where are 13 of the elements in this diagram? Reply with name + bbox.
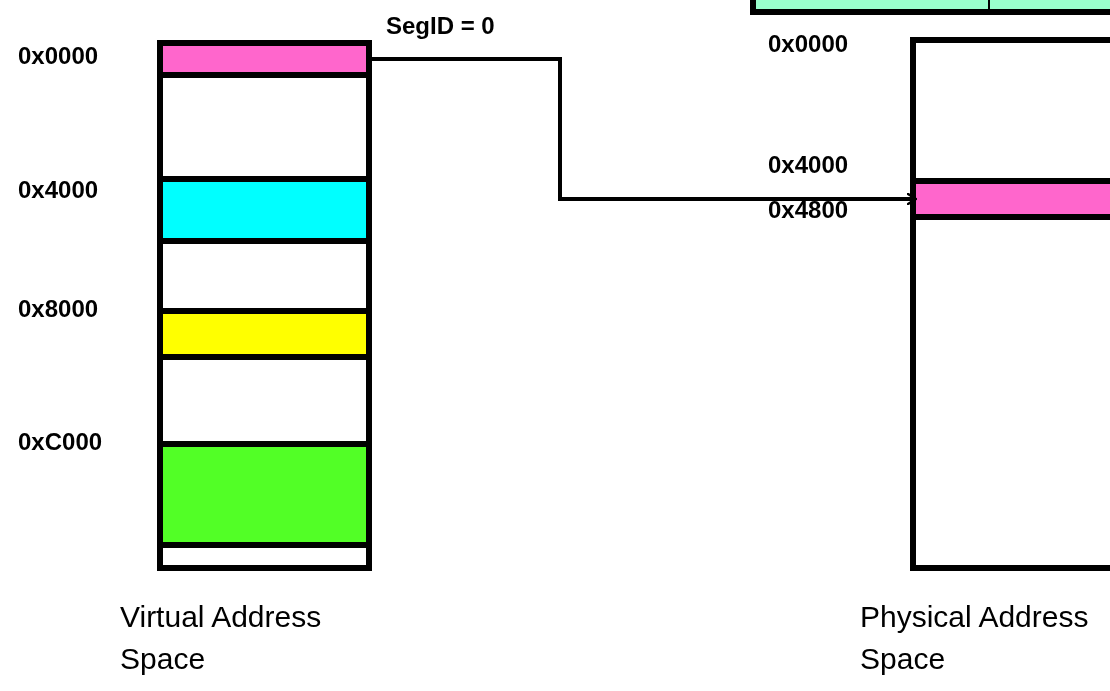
address-label: 0x4000: [768, 151, 849, 179]
address-label: 0x8000: [18, 295, 99, 323]
address-label: 0x4000: [18, 176, 99, 204]
memory-segment: [163, 176, 366, 244]
address-label: 0xC000: [18, 428, 103, 456]
address-label: 0x4800: [768, 196, 849, 224]
memory-segment: [163, 308, 366, 360]
address-space-caption: Virtual Address Space: [120, 599, 323, 677]
memory-segment: [916, 178, 1110, 220]
address-label: 0x0000: [768, 30, 849, 58]
address-label: 0x0000: [18, 42, 99, 70]
memory-segment: [163, 441, 366, 548]
address-space-caption: Physical Address Space: [860, 599, 1090, 677]
